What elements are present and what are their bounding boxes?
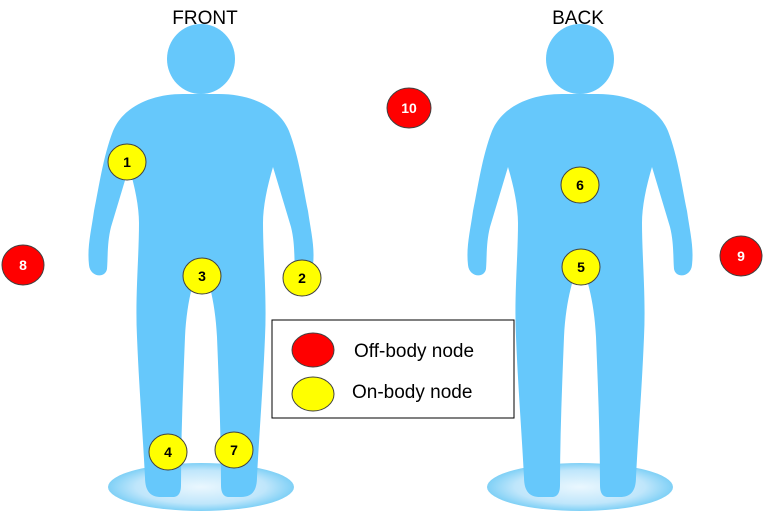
front-floor-ellipse: [108, 463, 294, 511]
node-label: 2: [298, 270, 306, 286]
on-body-node-marker: [107, 143, 147, 181]
node-label: 8: [19, 257, 27, 273]
on-body-node-marker: [182, 257, 222, 295]
legend-off-body-label: Off-body node: [354, 341, 474, 362]
off-body-node-marker: [1, 244, 45, 286]
back-floor-ellipse: [487, 463, 673, 511]
legend-off-body-swatch: [291, 332, 335, 368]
node-label: 7: [230, 442, 238, 458]
off-body-node-marker: [719, 235, 763, 277]
front-label: FRONT: [172, 8, 238, 29]
on-body-node-marker: [282, 259, 322, 297]
node-label: 5: [577, 259, 585, 275]
node-label: 9: [737, 248, 745, 264]
node-8: 8: [1, 244, 45, 286]
off-body-node-marker: [386, 87, 432, 129]
node-3: 3: [182, 257, 222, 295]
node-6: 6: [560, 166, 600, 204]
legend-on-body-label: On-body node: [352, 382, 472, 403]
on-body-node-marker: [214, 431, 254, 469]
legend-on-body-swatch: [291, 376, 335, 412]
front-figure: [88, 24, 314, 511]
node-label: 1: [123, 154, 131, 170]
node-label: 3: [198, 268, 206, 284]
on-body-node-marker: [561, 248, 601, 286]
node-label: 6: [576, 177, 584, 193]
node-5: 5: [561, 248, 601, 286]
node-label: 10: [401, 100, 417, 116]
node-7: 7: [214, 431, 254, 469]
legend: Off-body node On-body node: [271, 319, 515, 419]
back-label: BACK: [552, 8, 604, 29]
on-body-node-marker: [148, 433, 188, 471]
back-figure: [467, 24, 693, 511]
node-1: 1: [107, 143, 147, 181]
node-9: 9: [719, 235, 763, 277]
on-body-node-marker: [560, 166, 600, 204]
node-4: 4: [148, 433, 188, 471]
node-label: 4: [164, 444, 172, 460]
node-2: 2: [282, 259, 322, 297]
node-10: 10: [386, 87, 432, 129]
